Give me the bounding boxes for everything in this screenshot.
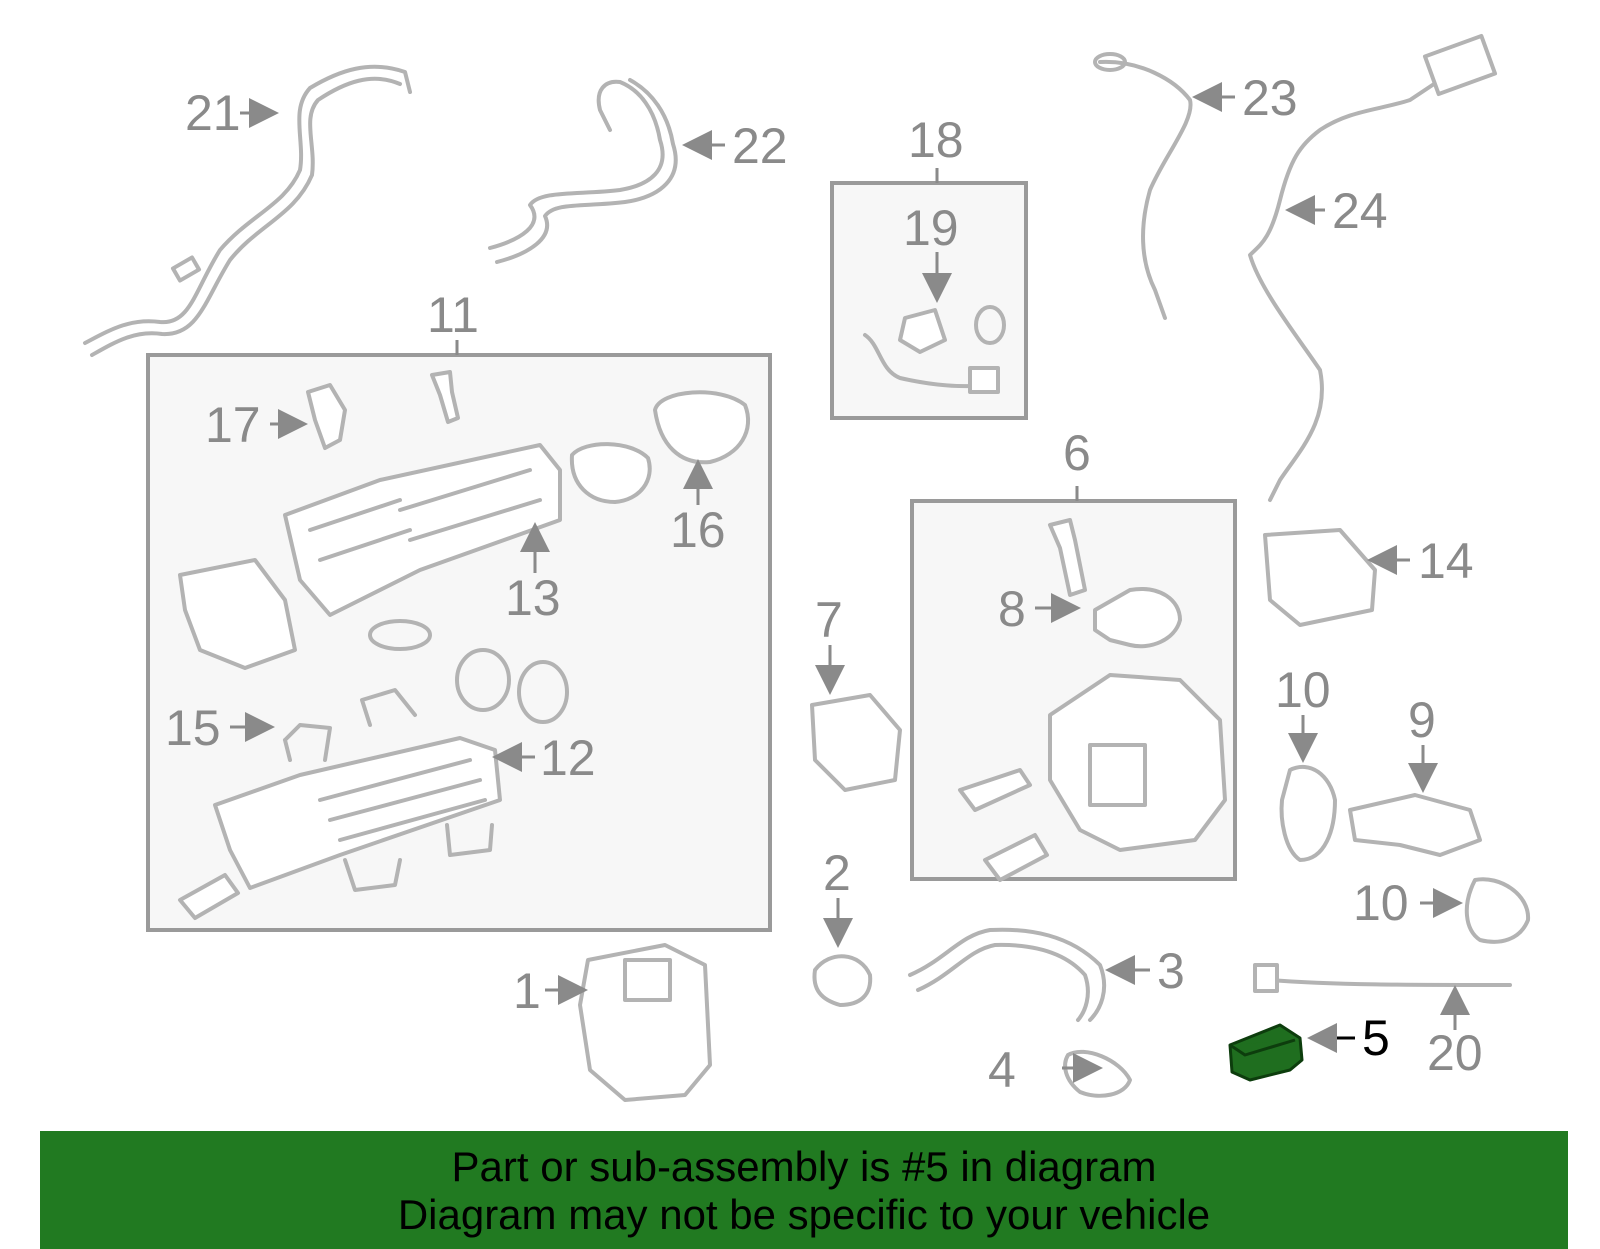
- part-2-gasket: [812, 954, 873, 1007]
- part-6-egr-housing: [1048, 673, 1227, 852]
- callout-2: 2: [823, 845, 851, 901]
- callout-6: 6: [1063, 425, 1091, 481]
- part-19-sensor: [898, 308, 947, 354]
- callout-16: 16: [670, 502, 726, 558]
- part-seal-small: [368, 619, 432, 651]
- part-17-sensor: [306, 383, 347, 450]
- part-22-hose: [488, 79, 665, 250]
- callout-3: 3: [1157, 943, 1185, 999]
- callout-14: 14: [1418, 533, 1474, 589]
- part-16-gasket: [653, 390, 751, 465]
- banner-line-2: Diagram may not be specific to your vehi…: [397, 1191, 1211, 1238]
- part-clip-c: [343, 858, 402, 892]
- callout-22: 22: [732, 118, 788, 174]
- part-7-gasket: [810, 693, 902, 792]
- callout-7: 7: [815, 592, 843, 648]
- callout-1: 1: [513, 963, 541, 1019]
- callout-17: 17: [205, 397, 261, 453]
- part-13-cooler-upper: [283, 443, 562, 617]
- part-oring-b: [517, 660, 569, 724]
- part-6-bolt: [1048, 518, 1087, 597]
- callout-24: 24: [1332, 183, 1388, 239]
- part-8-egr-valve: [1093, 587, 1182, 649]
- part-3-pipe: [908, 927, 1107, 1022]
- part-pipe-small: [178, 873, 240, 920]
- part-oring-a: [455, 648, 511, 712]
- info-banner: Part or sub-assembly is #5 in diagram Di…: [40, 1131, 1568, 1249]
- part-4-gasket: [1063, 1049, 1132, 1098]
- part-5-highlighted: [1228, 1023, 1304, 1082]
- callout-8: 8: [998, 581, 1026, 637]
- callout-9: 9: [1408, 692, 1436, 748]
- part-clip-b: [360, 688, 417, 727]
- part-10a-gasket: [1279, 764, 1337, 862]
- callout-13: 13: [505, 570, 561, 626]
- part-6-pin: [983, 833, 1049, 882]
- callout-23: 23: [1242, 70, 1298, 126]
- part-15-clip: [283, 723, 332, 762]
- part-1-egr-valve: [578, 943, 712, 1102]
- part-bolt-11: [430, 370, 460, 424]
- part-10b-gasket: [1464, 877, 1531, 944]
- part-14-gasket: [1263, 528, 1377, 627]
- callout-19: 19: [903, 200, 959, 256]
- part-6-bolt-b: [958, 768, 1032, 812]
- part-gasket-left: [178, 558, 297, 670]
- callout-21: 21: [185, 85, 241, 141]
- callout-18: 18: [908, 112, 964, 168]
- part-gasket-center: [569, 442, 652, 504]
- callout-11: 11: [427, 287, 479, 343]
- callout-15: 15: [165, 700, 221, 756]
- part-20-sensor-wire: [1268, 978, 1512, 987]
- callout-5: 5: [1362, 1010, 1390, 1066]
- part-9-valve: [1348, 793, 1482, 857]
- callout-10a: 10: [1275, 662, 1331, 718]
- callout-10b: 10: [1353, 875, 1409, 931]
- callout-4: 4: [988, 1042, 1016, 1098]
- callout-12: 12: [540, 730, 596, 786]
- part-21-hose: [83, 64, 412, 345]
- part-24-harness: [1248, 60, 1492, 502]
- callout-20: 20: [1427, 1025, 1483, 1081]
- banner-line-1: Part or sub-assembly is #5 in diagram: [451, 1143, 1157, 1190]
- part-clip-d: [445, 823, 494, 857]
- part-23-wire: [1098, 59, 1193, 320]
